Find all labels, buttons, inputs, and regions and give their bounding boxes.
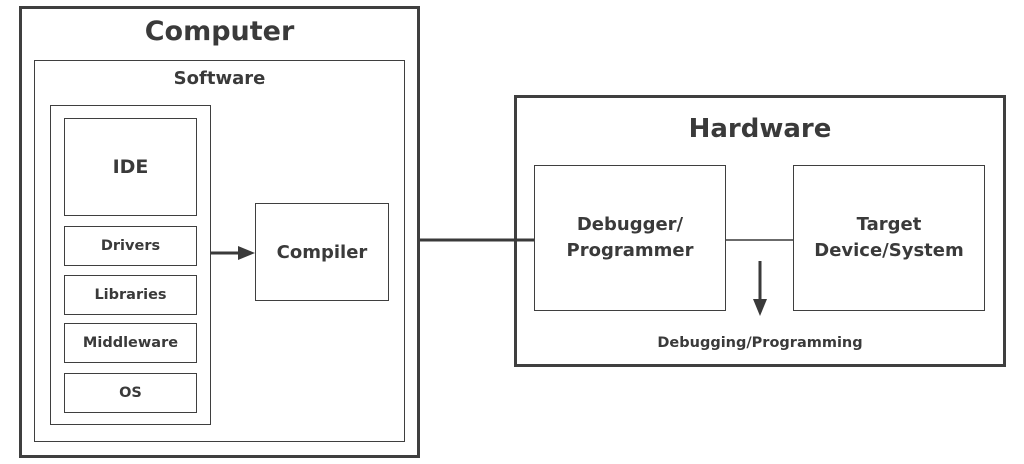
hardware-title: Hardware	[688, 114, 832, 144]
compiler-box: Compiler	[255, 203, 389, 301]
os-box: OS	[64, 373, 197, 413]
down-arrow-head	[753, 299, 767, 316]
software-title: Software	[173, 68, 266, 89]
computer-title: Computer	[144, 16, 295, 47]
drivers-box: Drivers	[64, 226, 197, 266]
ide-box: IDE	[64, 118, 197, 216]
middleware-box: Middleware	[64, 323, 197, 363]
target-device-box: Target Device/System	[793, 165, 985, 311]
debugger-programmer-box: Debugger/ Programmer	[534, 165, 726, 311]
debugging-programming-caption: Debugging/Programming	[657, 335, 863, 351]
stack-to-compiler-arrow-head	[238, 246, 255, 260]
libraries-box: Libraries	[64, 275, 197, 315]
